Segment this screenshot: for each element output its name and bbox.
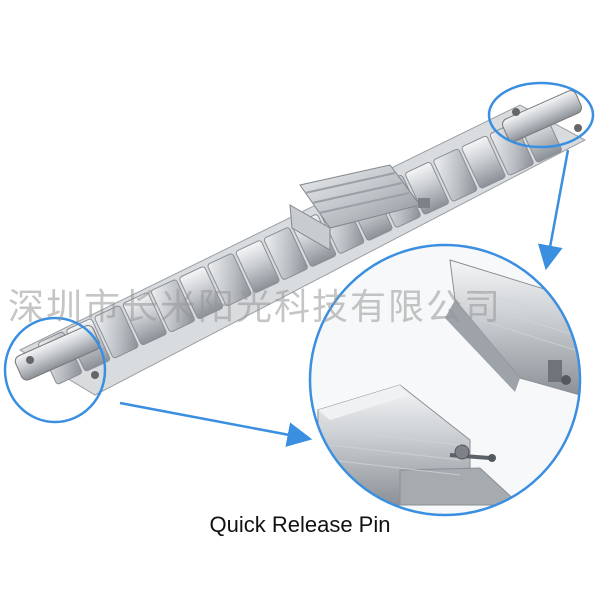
band-link (94, 305, 139, 359)
band-link (461, 135, 506, 189)
zoom-detail-circle (308, 243, 582, 517)
band-link (179, 266, 224, 319)
caption-title: Quick Release Pin (209, 512, 391, 537)
band-link (405, 161, 449, 215)
band-link (151, 279, 195, 333)
band-link (263, 227, 308, 280)
pin-highlight-right (487, 81, 595, 149)
band-link (235, 240, 280, 293)
clasp (289, 164, 430, 251)
band-link (122, 292, 167, 346)
band-link (433, 148, 478, 202)
band-end-right (501, 90, 583, 142)
zoom-detail-image (310, 245, 580, 515)
pin-highlight-left (3, 316, 107, 424)
arrow-icon (119, 149, 570, 447)
band-link (207, 253, 252, 306)
band-end-left (14, 325, 101, 381)
